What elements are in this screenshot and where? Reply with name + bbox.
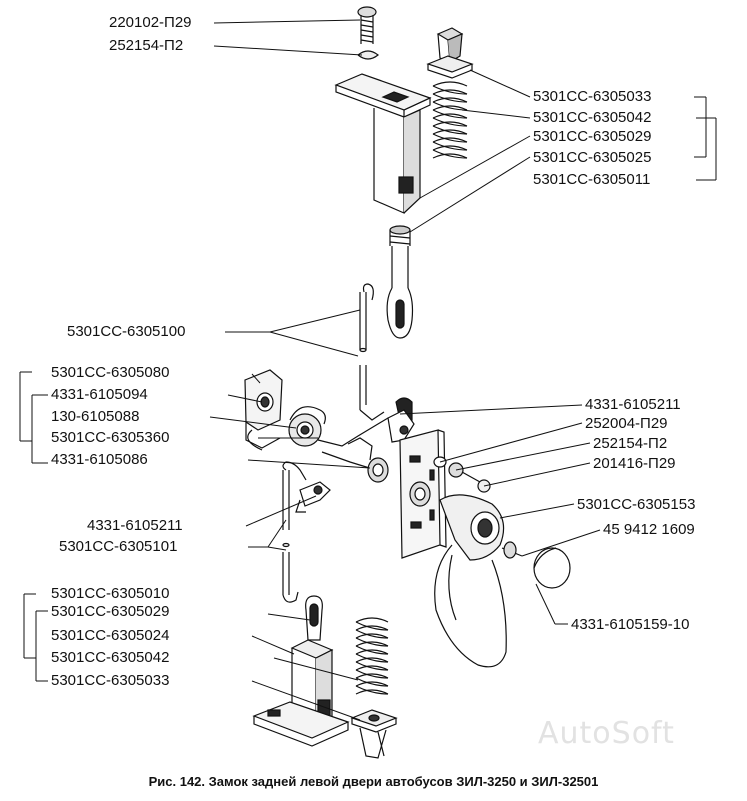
label-5301cc-6305010: 5301СС-6305010 — [50, 585, 171, 603]
label-5301cc-6305360: 5301СС-6305360 — [50, 429, 171, 447]
label-5301cc-6305025: 5301СС-6305025 — [532, 149, 653, 167]
label-252154-p2-top: 252154-П2 — [108, 37, 185, 55]
label-5301cc-6305042-top: 5301СС-6305042 — [532, 109, 653, 127]
label-4331-6105211-left: 4331-6105211 — [86, 517, 184, 535]
lower-link-rod — [282, 461, 307, 603]
figure-caption: Рис. 142. Замок задней левой двери автоб… — [148, 774, 599, 789]
label-201416-p29: 201416-П29 — [592, 455, 677, 473]
label-5301cc-6305029-bottom: 5301СС-6305029 — [50, 603, 171, 621]
label-5301cc-6305029-top: 5301СС-6305029 — [532, 128, 653, 146]
label-4331-6105211-right: 4331-6105211 — [584, 396, 682, 414]
label-5301cc-6305042-bottom: 5301СС-6305042 — [50, 649, 171, 667]
label-4331-6105094: 4331-6105094 — [50, 386, 149, 404]
door-handle — [434, 494, 507, 668]
main-plate — [399, 429, 447, 559]
label-220102-p29: 220102-П29 — [108, 14, 193, 32]
top-spring — [432, 81, 468, 159]
top-screw — [357, 6, 377, 44]
label-4331-6105086: 4331-6105086 — [50, 451, 149, 469]
lower-rod-with-eye — [305, 595, 323, 641]
label-5301cc-6305100: 5301СС-6305100 — [66, 323, 187, 341]
top-washer — [357, 50, 379, 60]
label-252004-p29: 252004-П29 — [584, 415, 669, 433]
leader-lines — [19, 19, 717, 721]
label-5301cc-6305153: 5301СС-6305153 — [576, 496, 697, 514]
upper-link-rod — [359, 283, 385, 421]
knob-screw — [501, 541, 571, 589]
label-130-6105088: 130-6105088 — [50, 408, 141, 426]
top-bracket — [334, 73, 432, 214]
watermark: AutoSoft — [538, 716, 675, 751]
label-4331-6105159-10: 4331-6105159-10 — [570, 616, 691, 634]
top-rod-with-eye — [386, 225, 414, 339]
screw-201416 — [461, 471, 491, 493]
lower-spring — [355, 617, 389, 695]
ratchet-assembly — [288, 406, 389, 483]
label-5301cc-6305080: 5301СС-6305080 — [50, 364, 171, 382]
lower-bracket — [252, 639, 350, 747]
label-5301cc-6305033-bottom: 5301СС-6305033 — [50, 672, 171, 690]
label-5301cc-6305101: 5301СС-6305101 — [58, 538, 179, 556]
label-45-9412-1609: 45 9412 1609 — [602, 521, 696, 539]
left-bracket — [244, 369, 283, 451]
label-5301cc-6305024: 5301СС-6305024 — [50, 627, 171, 645]
label-252154-p2-mid: 252154-П2 — [592, 435, 669, 453]
label-5301cc-6305011: 5301СС-6305011 — [532, 171, 652, 189]
top-square-piece — [426, 27, 474, 79]
label-5301cc-6305033-top: 5301СС-6305033 — [532, 88, 653, 106]
upper-lever — [387, 397, 415, 443]
lower-square-piece — [350, 709, 398, 759]
